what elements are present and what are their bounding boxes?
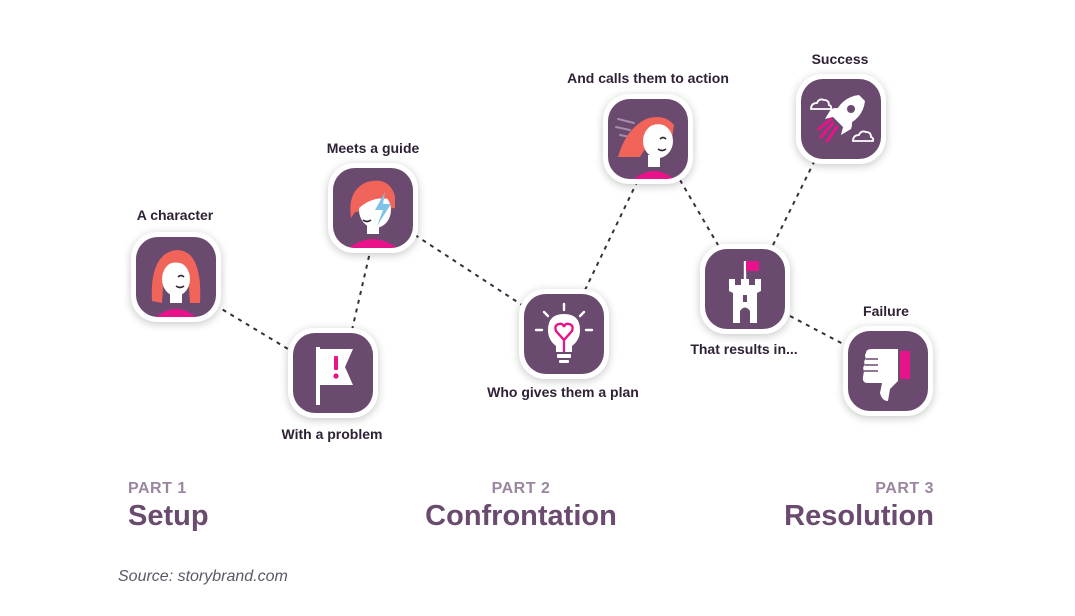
connector-plan-action — [584, 179, 639, 291]
part-number: PART 3 — [875, 480, 934, 497]
connector-guide-plan — [414, 234, 523, 306]
connector-action-results — [679, 179, 719, 246]
node-failure — [843, 326, 933, 416]
part-setup: PART 1 Setup — [128, 480, 209, 533]
lightbulb-heart-icon — [534, 302, 594, 363]
node-problem — [288, 328, 378, 418]
connector-character-problem — [214, 304, 294, 353]
castle-tower-icon — [729, 261, 761, 323]
rocket-clouds-icon — [810, 95, 875, 143]
exclamation-flag-icon — [316, 347, 353, 405]
part-name: Confrontation — [425, 500, 617, 532]
label-character: A character — [136, 207, 214, 223]
part-number: PART 2 — [491, 480, 551, 497]
part-name: Resolution — [784, 500, 934, 532]
label-guide: Meets a guide — [326, 140, 420, 156]
label-results: That results in... — [690, 341, 798, 357]
node-results — [700, 244, 790, 334]
connector-problem-guide — [351, 251, 371, 331]
source-credit: Source: storybrand.com — [118, 568, 288, 585]
label-failure: Failure — [863, 303, 909, 319]
part-resolution: PART 3 Resolution — [734, 480, 934, 533]
node-action — [603, 94, 693, 184]
woman-smiling-icon — [151, 250, 201, 317]
node-guide — [328, 163, 418, 253]
woman-running-icon — [615, 117, 674, 179]
label-problem: With a problem — [281, 426, 383, 442]
label-success: Success — [811, 51, 869, 67]
label-action: And calls them to action — [567, 70, 729, 86]
node-character — [131, 232, 221, 322]
node-plan — [519, 289, 609, 379]
guide-with-lightning-icon — [349, 180, 397, 248]
connector-results-failure — [789, 315, 848, 347]
thumbs-down-icon — [862, 349, 910, 401]
part-name: Setup — [128, 500, 209, 532]
node-success — [796, 74, 886, 164]
connector-results-success — [772, 159, 816, 246]
label-plan: Who gives them a plan — [487, 384, 639, 400]
part-number: PART 1 — [128, 480, 187, 497]
part-confrontation: PART 2 Confrontation — [421, 480, 621, 533]
